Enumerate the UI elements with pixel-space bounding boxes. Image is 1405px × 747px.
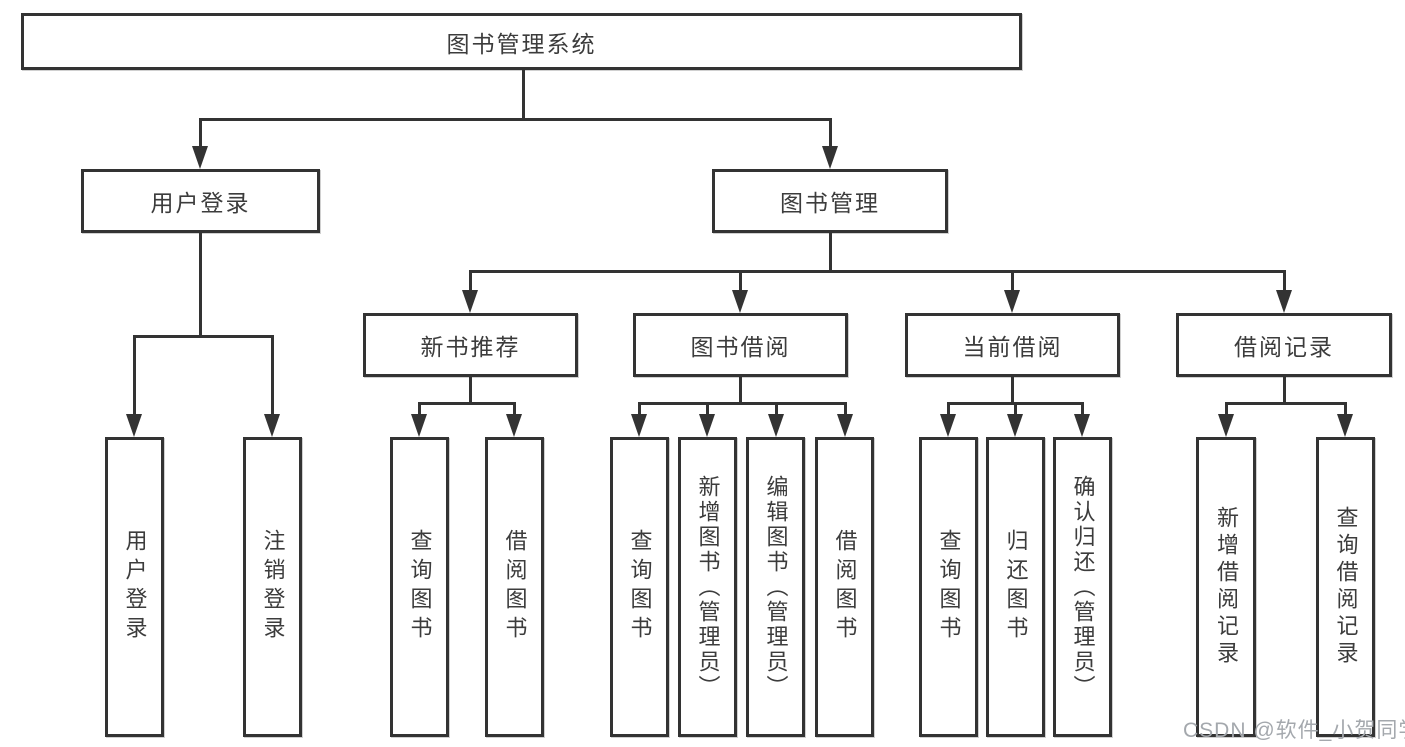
connector-drop-cb-query <box>947 402 950 416</box>
connector-book-mgmt-stem <box>829 233 832 272</box>
connector-book-borrow-stem <box>739 377 742 405</box>
leaf-cb-confirm-return-admin: 确认归还（管理员） <box>1053 437 1112 737</box>
connector-drop-nb-query <box>418 402 421 416</box>
connector-level3-bus <box>469 270 1286 273</box>
arrow-book-borrow <box>732 290 748 313</box>
node-user-login: 用户登录 <box>81 169 320 233</box>
arrow-user-login <box>192 146 208 169</box>
connector-drop-book-borrow <box>739 270 742 292</box>
arrow-current-borrow <box>1004 290 1020 313</box>
node-book-borrowing: 图书借阅 <box>633 313 848 377</box>
node-current-borrowing: 当前借阅 <box>905 313 1120 377</box>
leaf-user-login: 用户登录 <box>105 437 164 737</box>
connector-drop-new-books <box>469 270 472 292</box>
connector-drop-bb-query <box>638 402 641 416</box>
csdn-watermark: CSDN @软件_小贺同学 <box>1183 719 1405 742</box>
arrow-nb-query <box>411 414 427 437</box>
connector-root-stem <box>522 69 525 119</box>
leaf-nb-borrow-books: 借阅图书 <box>485 437 544 737</box>
leaf-cb-query-books: 查询图书 <box>919 437 978 737</box>
leaf-logout: 注销登录 <box>243 437 302 737</box>
leaf-bb-borrow-books: 借阅图书 <box>815 437 874 737</box>
arrow-book-mgmt <box>822 146 838 169</box>
arrow-cb-confirm <box>1074 414 1090 437</box>
arrow-cb-query <box>940 414 956 437</box>
arrow-bb-add <box>699 414 715 437</box>
leaf-bb-add-books-admin: 新增图书（管理员） <box>678 437 737 737</box>
connector-user-login-stem <box>199 233 202 335</box>
connector-drop-br-query <box>1344 402 1347 416</box>
connector-drop-borrow-records <box>1283 270 1286 292</box>
connector-drop-leaf-user-login <box>133 335 136 416</box>
connector-drop-current-borrow <box>1011 270 1014 292</box>
arrow-borrow-records <box>1276 290 1292 313</box>
connector-new-books-stem <box>469 377 472 405</box>
connector-drop-bb-add <box>706 402 709 416</box>
arrow-bb-edit <box>768 414 784 437</box>
connector-drop-leaf-logout <box>271 335 274 416</box>
connector-drop-user-login <box>199 118 202 149</box>
node-book-management: 图书管理 <box>712 169 948 233</box>
connector-book-borrow-bus <box>638 402 847 405</box>
connector-drop-nb-borrow <box>513 402 516 416</box>
connector-user-login-bus <box>133 335 274 338</box>
arrow-nb-borrow <box>506 414 522 437</box>
connector-drop-br-add <box>1225 402 1228 416</box>
arrow-new-books <box>462 290 478 313</box>
node-new-book-recommend: 新书推荐 <box>363 313 578 377</box>
leaf-bb-edit-books-admin: 编辑图书（管理员） <box>746 437 805 737</box>
leaf-cb-return-books: 归还图书 <box>986 437 1045 737</box>
arrow-br-query <box>1337 414 1353 437</box>
connector-drop-cb-confirm <box>1081 402 1084 416</box>
arrow-leaf-user-login <box>126 414 142 437</box>
connector-drop-bb-edit <box>775 402 778 416</box>
arrow-bb-borrow <box>837 414 853 437</box>
connector-new-books-bus <box>418 402 516 405</box>
node-borrowing-records: 借阅记录 <box>1176 313 1392 377</box>
arrow-bb-query <box>631 414 647 437</box>
connector-drop-book-mgmt <box>829 118 832 149</box>
arrow-cb-return <box>1007 414 1023 437</box>
connector-borrow-records-bus <box>1225 402 1347 405</box>
connector-drop-cb-return <box>1014 402 1017 416</box>
leaf-br-query-record: 查询借阅记录 <box>1316 437 1375 737</box>
leaf-br-add-record: 新增借阅记录 <box>1196 437 1256 737</box>
connector-level1-bus <box>199 118 832 121</box>
leaf-bb-query-books: 查询图书 <box>610 437 669 737</box>
connector-drop-bb-borrow <box>844 402 847 416</box>
arrow-leaf-logout <box>264 414 280 437</box>
node-library-system: 图书管理系统 <box>21 13 1022 70</box>
leaf-nb-query-books: 查询图书 <box>390 437 449 737</box>
connector-borrow-records-stem <box>1283 377 1286 405</box>
connector-current-borrow-stem <box>1011 377 1014 405</box>
arrow-br-add <box>1218 414 1234 437</box>
